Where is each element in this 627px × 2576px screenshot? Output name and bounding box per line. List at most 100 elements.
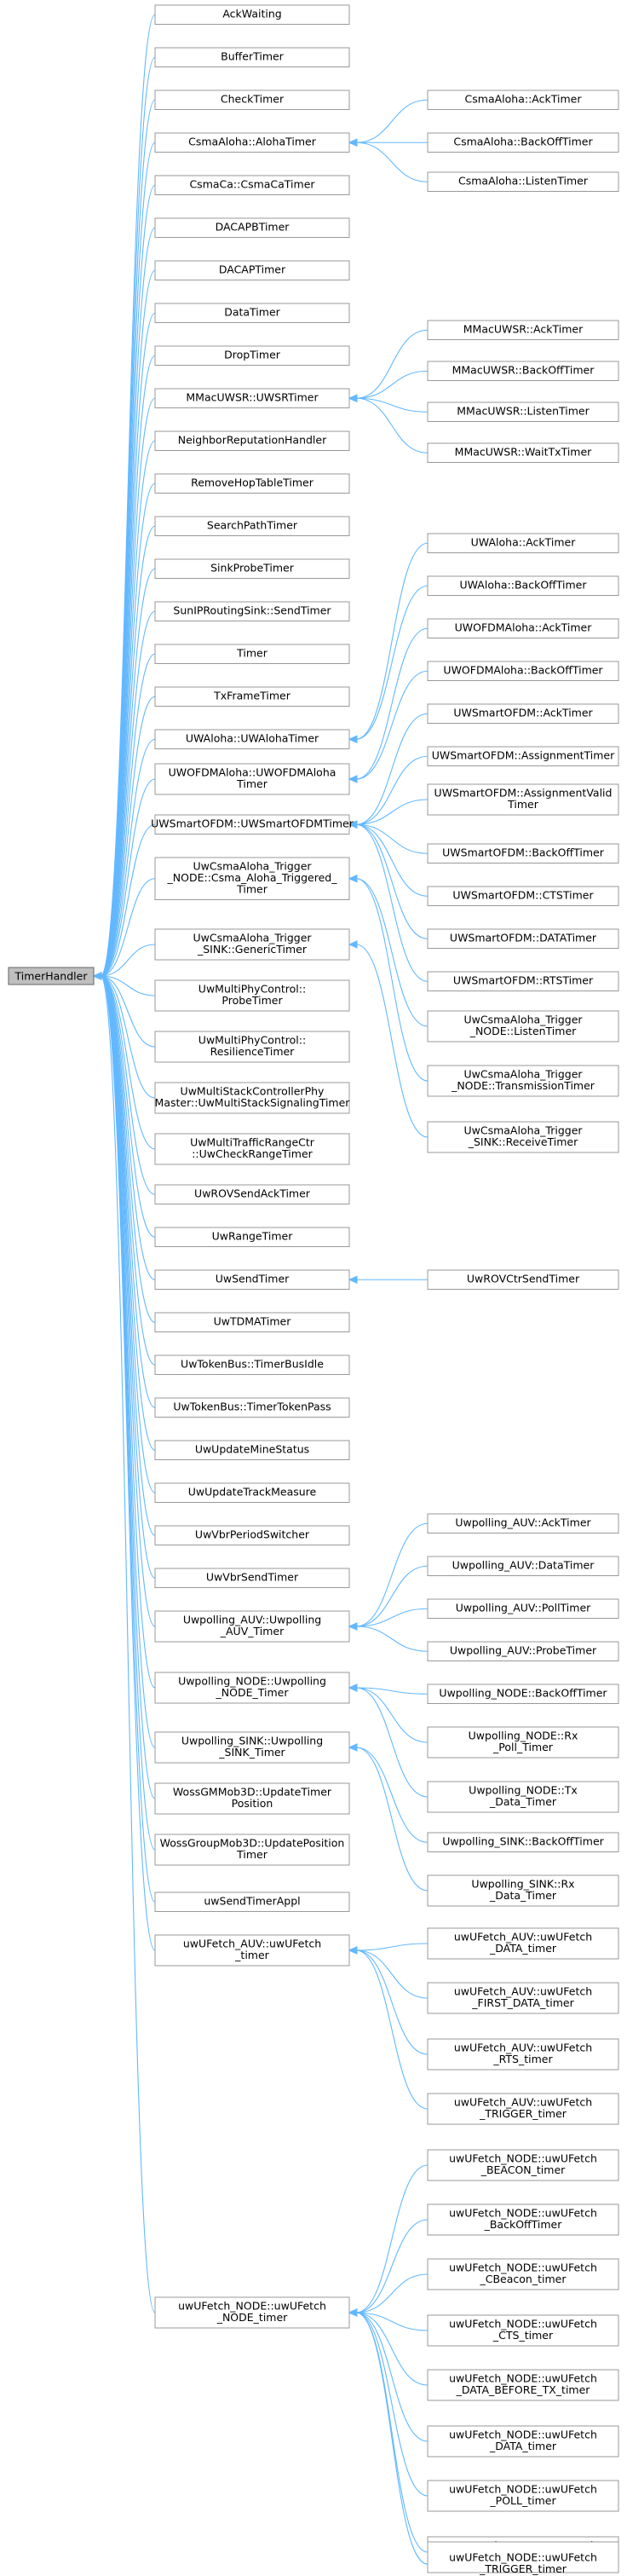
class-label: MMacUWSR::ListenTimer (457, 405, 590, 418)
inheritance-edge-txframetimer (100, 696, 156, 977)
class-node-mmacuwsr-acktimer[interactable]: MMacUWSR::AckTimer (427, 320, 619, 340)
class-node-uwsmartofdm-timer[interactable]: UWSmartOFDM::UWSmartOFDMTimer (151, 814, 354, 835)
class-node-checktimer[interactable]: CheckTimer (154, 90, 350, 110)
class-node-uwufetch-node-ctstimer[interactable]: uwUFetch_NODE::uwUFetch_CTS_timer (427, 2314, 619, 2347)
class-box (8, 967, 95, 985)
class-node-uwaloha-acktimer[interactable]: UWAloha::AckTimer (427, 533, 619, 553)
class-node-neighborreputationhandler[interactable]: NeighborReputationHandler (154, 430, 350, 451)
class-node-uwsmartofdm-assignmenttimer[interactable]: UWSmartOFDM::AssignmentTimer (427, 746, 619, 766)
class-node-uwaloha-backofftimer[interactable]: UWAloha::BackOffTimer (427, 575, 619, 596)
class-node-dacaptimer[interactable]: DACAPTimer (154, 260, 350, 280)
class-label: _SINK::ReceiveTimer (468, 1135, 578, 1148)
class-node-uwufetch-node-cbeacontimer[interactable]: uwUFetch_NODE::uwUFetch_CBeacon_timer (427, 2258, 619, 2290)
class-node-uwpolling-sink-rxdatatimer[interactable]: Uwpolling_SINK::Rx_Data_Timer (427, 1874, 619, 1907)
class-node-uwufetch-node-triggertimer[interactable]: uwUFetch_NODE::uwUFetch_TRIGGER_timer (427, 2541, 619, 2575)
class-node-uwcsmaaloha-node-transmissiontimer[interactable]: UwCsmaAloha_Trigger_NODE::TransmissionTi… (427, 1065, 619, 1097)
class-node-csmaca-csmacatimer[interactable]: CsmaCa::CsmaCaTimer (154, 175, 350, 195)
class-node-sinkprobetimer[interactable]: SinkProbeTimer (154, 558, 350, 579)
class-node-uwvbrsendtimer[interactable]: UwVbrSendTimer (154, 1568, 350, 1588)
class-node-uwufetch-node-backofftimer[interactable]: uwUFetch_NODE::uwUFetch_BackOffTimer (427, 2203, 619, 2236)
class-node-uwpolling-node-rxpolltimer[interactable]: Uwpolling_NODE::Rx_Poll_Timer (427, 1726, 619, 1759)
class-node-timer[interactable]: Timer (154, 644, 350, 664)
class-node-uwsmartofdm-ctstimer[interactable]: UWSmartOFDM::CTSTimer (427, 886, 619, 906)
inheritance-edge-uwufetch-node-polltimer (355, 2312, 429, 2497)
class-node-uwupdatetrackmeasure[interactable]: UwUpdateTrackMeasure (154, 1482, 350, 1503)
class-box (154, 1227, 350, 1247)
class-node-uwpolling-auv-acktimer[interactable]: Uwpolling_AUV::AckTimer (427, 1513, 619, 1533)
class-node-uwofdmaloha-backofftimer[interactable]: UWOFDMAloha::BackOffTimer (427, 661, 619, 681)
class-node-uwtokenbus-timertokenpass[interactable]: UwTokenBus::TimerTokenPass (154, 1397, 350, 1418)
class-node-txframetimer[interactable]: TxFrameTimer (154, 686, 350, 707)
class-node-uwpolling-node-timer[interactable]: Uwpolling_NODE::Uwpolling_NODE_Timer (154, 1672, 350, 1704)
class-node-uwufetch-auv-timer[interactable]: uwUFetch_AUV::uwUFetch_timer (154, 1934, 350, 1967)
class-node-uwufetch-auv-datatimer[interactable]: uwUFetch_AUV::uwUFetch_DATA_timer (427, 1927, 619, 1960)
class-node-uwufetch-auv-rtstimer[interactable]: uwUFetch_AUV::uwUFetch_RTS_timer (427, 2038, 619, 2071)
class-node-uwufetch-node-datatimer[interactable]: uwUFetch_NODE::uwUFetch_DATA_timer (427, 2425, 619, 2458)
class-node-uwufetch-node-timer[interactable]: uwUFetch_NODE::uwUFetch_NODE_timer (154, 2296, 350, 2329)
class-node-uwofdmaloha-acktimer[interactable]: UWOFDMAloha::AckTimer (427, 618, 619, 638)
class-node-uwpolling-sink-timer[interactable]: Uwpolling_SINK::Uwpolling_SINK_Timer (154, 1731, 350, 1764)
class-label: MMacUWSR::BackOffTimer (452, 364, 595, 377)
class-node-mmacuwsr-waittxtimer[interactable]: MMacUWSR::WaitTxTimer (427, 442, 619, 463)
class-node-mmacuwsr-listentimer[interactable]: MMacUWSR::ListenTimer (427, 401, 619, 422)
class-node-uwvbrperiodswitcher[interactable]: UwVbrPeriodSwitcher (154, 1525, 350, 1545)
class-node-uwupdateminestatus[interactable]: UwUpdateMineStatus (154, 1440, 350, 1460)
class-node-csmaaloha-listentimer[interactable]: CsmaAloha::ListenTimer (427, 171, 619, 192)
class-box (427, 401, 619, 422)
class-node-mmacuwsr-uwsrtimer[interactable]: MMacUWSR::UWSRTimer (154, 388, 350, 408)
class-node-uwsmartofdm-datatimer[interactable]: UWSmartOFDM::DATATimer (427, 928, 619, 949)
class-node-uwsmartofdm-acktimer[interactable]: UWSmartOFDM::AckTimer (427, 703, 619, 724)
class-node-uwtokenbus-timerbusidle[interactable]: UwTokenBus::TimerBusIdle (154, 1354, 350, 1375)
class-node-uwpolling-node-backofftimer[interactable]: Uwpolling_NODE::BackOffTimer (427, 1684, 619, 1704)
class-node-uwufetch-node-databeforetxtimer[interactable]: uwUFetch_NODE::uwUFetch_DATA_BEFORE_TX_t… (427, 2369, 619, 2401)
class-node-timerhandler[interactable]: TimerHandler (8, 967, 95, 985)
class-node-droptimer[interactable]: DropTimer (154, 345, 350, 366)
class-node-uwufetch-node-beacontimer[interactable]: uwUFetch_NODE::uwUFetch_BEACON_timer (427, 2149, 619, 2181)
class-node-sunip-sendtimer[interactable]: SunIPRoutingSink::SendTimer (154, 601, 350, 621)
class-node-uwmultitraffic-checkrangetimer[interactable]: UwMultiTrafficRangeCtr::UwCheckRangeTime… (154, 1133, 350, 1165)
class-node-uwmultistack-signalingtimer[interactable]: UwMultiStackControllerPhyMaster::UwMulti… (154, 1082, 351, 1114)
class-node-uwpolling-sink-backofftimer[interactable]: Uwpolling_SINK::BackOffTimer (427, 1832, 619, 1852)
class-node-uwpolling-auv-datatimer[interactable]: Uwpolling_AUV::DataTimer (427, 1556, 619, 1576)
class-node-mmacuwsr-backofftimer[interactable]: MMacUWSR::BackOffTimer (427, 361, 619, 381)
class-node-uwrangetimer[interactable]: UwRangeTimer (154, 1227, 350, 1247)
class-node-uwaloha-uwalohatimer[interactable]: UWAloha::UWAlohaTimer (154, 729, 350, 749)
class-node-searchpathtimer[interactable]: SearchPathTimer (154, 516, 350, 536)
class-node-buffertimer[interactable]: BufferTimer (154, 47, 350, 67)
class-node-uwsendtimerappl[interactable]: uwSendTimerAppl (154, 1892, 350, 1912)
class-node-uwmultiphy-resiliencetimer[interactable]: UwMultiPhyControl::ResilienceTimer (154, 1031, 350, 1063)
class-node-uwrovctrsendtimer[interactable]: UwROVCtrSendTimer (427, 1269, 619, 1290)
class-node-uwcsmaaloha-sink-generictimer[interactable]: UwCsmaAloha_Trigger_SINK::GenericTimer (154, 928, 350, 961)
class-node-uwtdmatimer[interactable]: UwTDMATimer (154, 1312, 350, 1332)
class-label: _AUV_Timer (220, 1625, 285, 1637)
class-node-uwcsmaaloha-sink-receivetimer[interactable]: UwCsmaAloha_Trigger_SINK::ReceiveTimer (427, 1121, 619, 1153)
class-node-uwufetch-auv-triggertimer[interactable]: uwUFetch_AUV::uwUFetch_TRIGGER_timer (427, 2093, 619, 2125)
class-node-csmaaloha-backofftimer[interactable]: CsmaAloha::BackOffTimer (427, 132, 619, 153)
class-node-uwsmartofdm-rtstimer[interactable]: UWSmartOFDM::RTSTimer (427, 971, 619, 991)
class-node-uwpolling-node-txdatatimer[interactable]: Uwpolling_NODE::Tx_Data_Timer (427, 1781, 619, 1813)
class-node-uwufetch-auv-firstdatatimer[interactable]: uwUFetch_AUV::uwUFetch_FIRST_DATA_timer (427, 1982, 619, 2014)
class-box (427, 2425, 619, 2458)
class-node-csmaaloha-acktimer[interactable]: CsmaAloha::AckTimer (427, 90, 619, 110)
class-node-uwsendtimer[interactable]: UwSendTimer (154, 1269, 350, 1290)
class-node-uwmultiphy-probetimer[interactable]: UwMultiPhyControl::ProbeTimer (154, 979, 350, 1012)
class-label: BufferTimer (221, 50, 285, 63)
class-node-uwufetch-node-polltimer[interactable]: uwUFetch_NODE::uwUFetch_POLL_timer (427, 2480, 619, 2512)
class-node-uwcsmaaloha-node-listentimer[interactable]: UwCsmaAloha_Trigger_NODE::ListenTimer (427, 1010, 619, 1043)
class-label: UWAloha::UWAlohaTimer (186, 732, 319, 745)
class-node-ackwaiting[interactable]: AckWaiting (154, 4, 350, 25)
class-node-uwcsmaaloha-triggered-timer[interactable]: UwCsmaAloha_Trigger_NODE::Csma_Aloha_Tri… (154, 857, 350, 900)
class-node-uwpolling-auv-polltimer[interactable]: Uwpolling_AUV::PollTimer (427, 1598, 619, 1619)
class-node-uwsmartofdm-backofftimer[interactable]: UWSmartOFDM::BackOffTimer (427, 843, 619, 863)
class-node-datatimer[interactable]: DataTimer (154, 303, 350, 323)
class-node-uwpolling-auv-timer[interactable]: Uwpolling_AUV::Uwpolling_AUV_Timer (154, 1610, 350, 1643)
class-node-uwpolling-auv-probetimer[interactable]: Uwpolling_AUV::ProbeTimer (427, 1641, 619, 1661)
class-node-csmaaloha-alohatimer[interactable]: CsmaAloha::AlohaTimer (154, 132, 350, 153)
class-node-removehoptabletimer[interactable]: RemoveHopTableTimer (154, 473, 350, 494)
class-node-uwrovsendacktimer[interactable]: UwROVSendAckTimer (154, 1184, 350, 1204)
class-node-dacapbtimer[interactable]: DACAPBTimer (154, 217, 350, 238)
